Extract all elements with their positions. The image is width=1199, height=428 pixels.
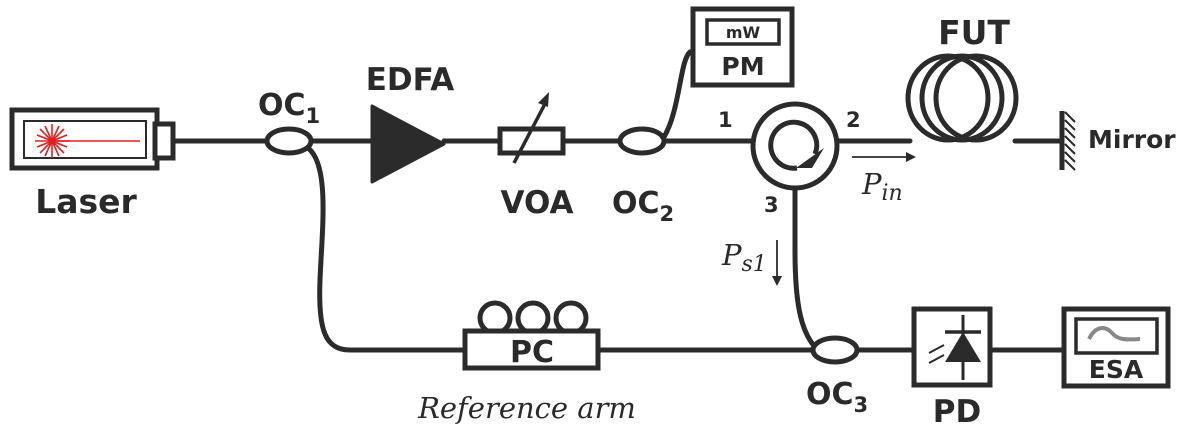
fiber-circulator-oc3 (792, 185, 818, 350)
spectrum-analyzer: ESA (1061, 306, 1171, 389)
voa-label: VOA (501, 185, 574, 221)
voa-attenuator: VOA (497, 92, 574, 221)
oc2-subscript: 2 (660, 202, 675, 226)
circulator-port-1: 1 (718, 108, 733, 132)
fiber-paths (167, 47, 1066, 353)
spectrum-trace-icon (1087, 326, 1141, 342)
fut-label: FUT (938, 13, 1010, 52)
circulator: 1 2 3 (718, 101, 861, 217)
pin-indicator: Pin (852, 152, 916, 206)
edfa-label: EDFA (366, 62, 455, 98)
laser-source: Laser (9, 107, 176, 221)
pin-label: P (861, 167, 882, 201)
circulation-arrow-icon (768, 119, 820, 171)
svg-text:OC2: OC2 (612, 186, 674, 226)
mirror: Mirror (1059, 111, 1176, 171)
ps1-subscript: s1 (742, 252, 767, 277)
photodiode-icon (945, 332, 981, 362)
oc2-label: OC (612, 186, 660, 221)
esa-label: ESA (1089, 355, 1144, 384)
coupler-oc2: OC2 (612, 126, 674, 226)
ps1-label: P (721, 238, 742, 272)
reference-arm-label: Reference arm (417, 391, 636, 425)
coupler-oc3: OC3 (806, 335, 868, 417)
variable-arrow-icon (512, 99, 549, 164)
svg-text:OC1: OC1 (258, 88, 320, 128)
mirror-hatch-icon (1064, 111, 1076, 171)
pd-label: PD (933, 394, 981, 428)
oc1-subscript: 1 (306, 104, 321, 128)
pin-subscript: in (882, 181, 903, 206)
amplifier-triangle-icon (370, 104, 446, 184)
svg-text:OC3: OC3 (806, 377, 868, 417)
mirror-label: Mirror (1088, 125, 1176, 154)
edfa-amplifier: EDFA (366, 62, 455, 184)
pc-label: PC (510, 335, 554, 370)
fut-fiber-coil: FUT (905, 13, 1019, 143)
power-meter: mW PM (690, 6, 795, 88)
circulator-port-3: 3 (764, 193, 779, 217)
svg-text:Pin: Pin (861, 167, 903, 206)
fiber-oc1-pc (305, 145, 468, 353)
svg-text:Ps1: Ps1 (721, 238, 767, 277)
oc3-subscript: 3 (854, 393, 869, 417)
coupler-oc1: OC1 (258, 88, 320, 156)
oc3-label: OC (806, 377, 854, 412)
circulator-port-2: 2 (846, 108, 861, 132)
polarization-controller: PC Reference arm (417, 300, 636, 425)
photodetector: PD (911, 306, 993, 428)
ps1-indicator: Ps1 (721, 238, 782, 286)
oc1-label: OC (258, 88, 306, 123)
pm-display-unit: mW (726, 23, 761, 42)
fiber-oc2-pm (661, 47, 703, 140)
laser-beam-icon (35, 124, 140, 158)
pm-label: PM (721, 52, 764, 81)
laser-label: Laser (35, 182, 137, 221)
